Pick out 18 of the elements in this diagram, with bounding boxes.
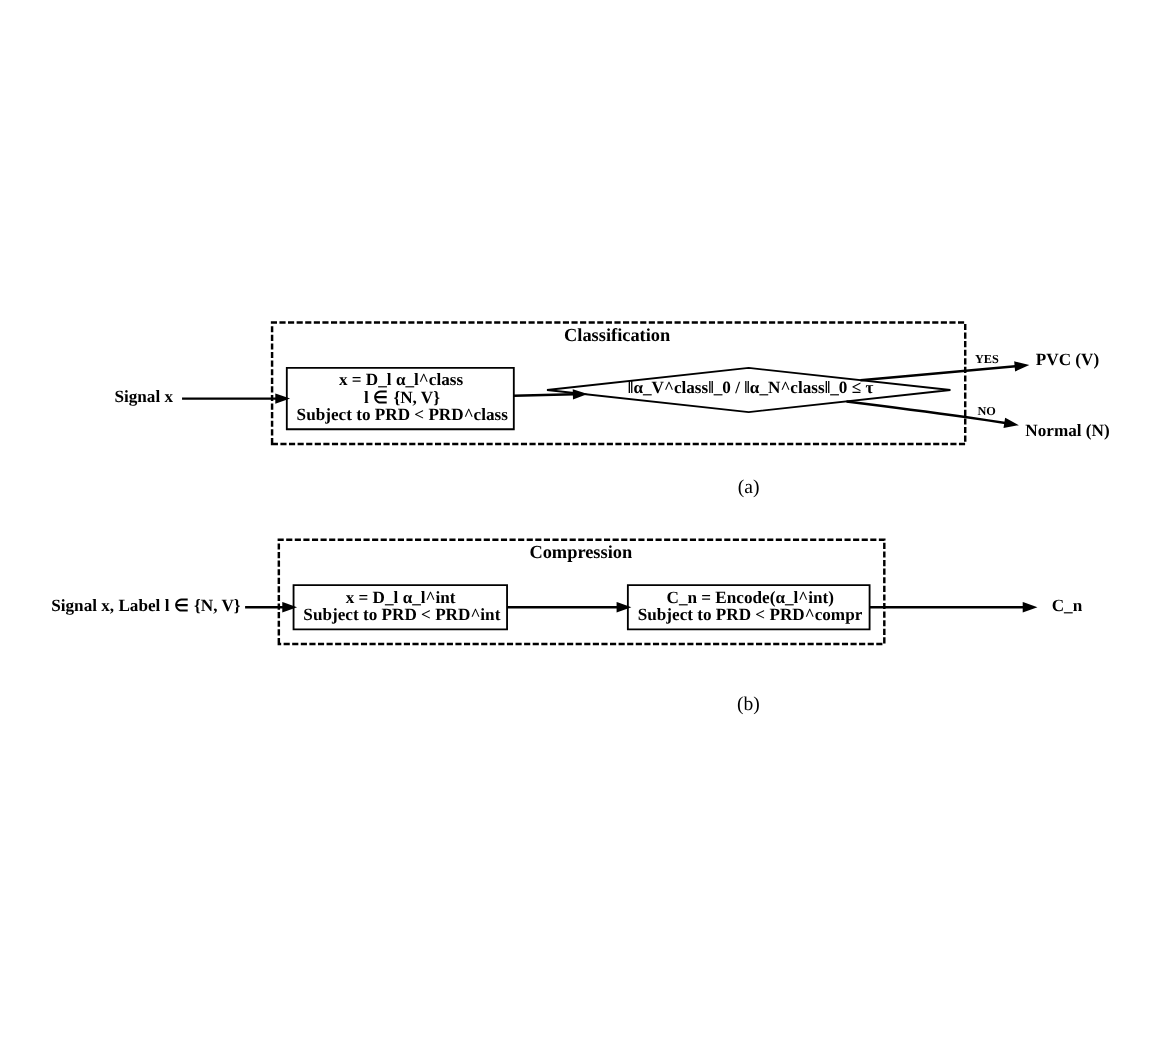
arrow <box>507 602 632 613</box>
node-text: PVC (V) <box>1035 349 1100 370</box>
label: (a) <box>737 476 760 499</box>
node-diamond: ‖α_V^class‖_0 / ‖α_N^class‖_0 ≤ τ <box>546 367 952 414</box>
node-box: C_n = Encode(α_l^int) Subject to PRD < PRD^compr <box>626 584 871 631</box>
arrow <box>513 389 588 400</box>
arrow <box>869 602 1038 613</box>
arrow <box>860 361 1030 382</box>
arrow <box>245 602 298 613</box>
node-text: Signal x, Label l ∈ {N, V} <box>51 594 241 615</box>
node-text: Normal (N) <box>1025 420 1110 441</box>
arrow <box>182 393 291 404</box>
node-text: C_n <box>1051 594 1083 615</box>
label: (b) <box>737 694 760 717</box>
node-box: x = D_l α_l^int Subject to PRD < PRD^int <box>292 584 508 631</box>
node-box: x = D_l α_l^class l ∈ {N, V} Subject to PRD < PRD^class <box>285 367 515 431</box>
node-text: Signal x <box>114 385 174 406</box>
arrow <box>846 400 1019 428</box>
